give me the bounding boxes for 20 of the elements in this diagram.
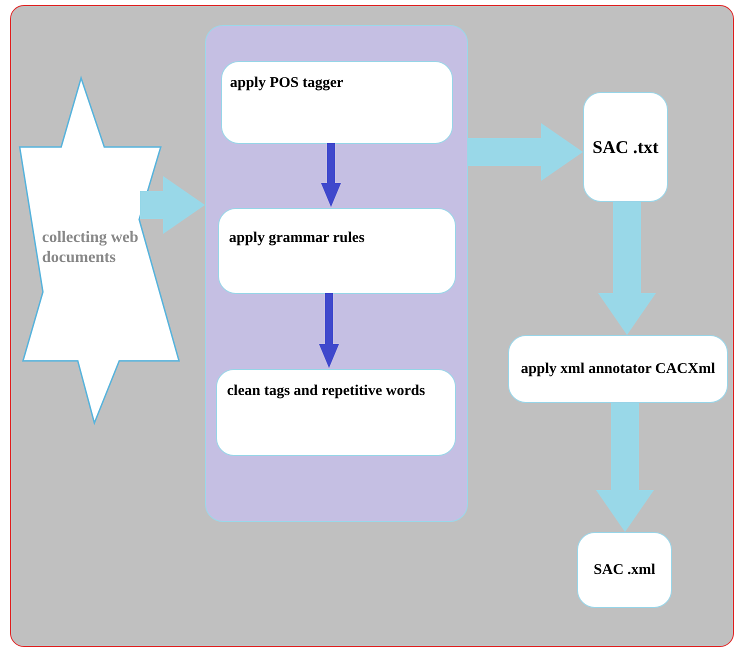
node-label: apply POS tagger (230, 74, 344, 93)
group-panel (205, 25, 468, 522)
process-box (221, 61, 453, 144)
node-label: SAC .xml (594, 560, 656, 580)
process-box (583, 92, 668, 202)
node-label: clean tags and repetitive words (227, 382, 426, 401)
process-box (218, 208, 456, 294)
node-label: collecting web documents (42, 228, 140, 268)
process-box (508, 335, 728, 403)
node-label: apply xml annotator CACXml (520, 360, 716, 378)
process-box (577, 532, 672, 608)
block-arrow (468, 123, 583, 181)
process-box (216, 369, 456, 456)
arrow (319, 293, 339, 368)
node-label: apply grammar rules (229, 229, 366, 248)
block-arrow (598, 202, 656, 335)
node-label: SAC .txt (592, 136, 658, 158)
block-arrow (596, 403, 654, 532)
arrow (321, 143, 341, 207)
block-arrow (140, 176, 205, 234)
